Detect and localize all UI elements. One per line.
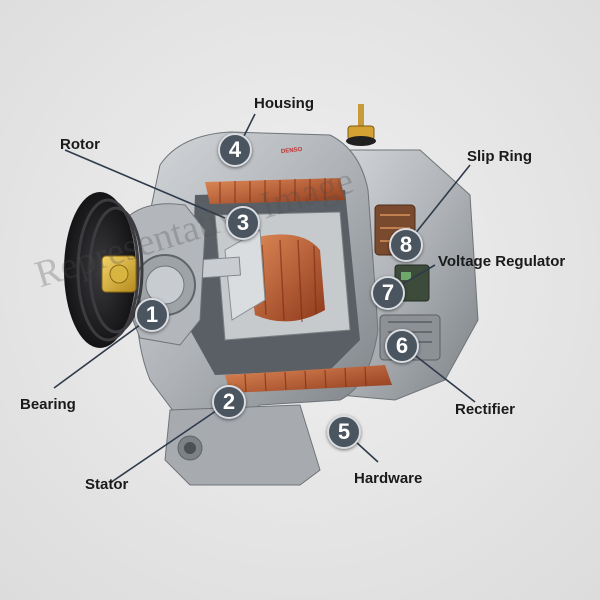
badge-8: 8 xyxy=(389,228,423,262)
mounting-foot-shape xyxy=(164,404,321,486)
badge-2: 2 xyxy=(212,385,246,419)
label-bearing: Bearing xyxy=(20,396,76,413)
label-rotor: Rotor xyxy=(60,136,100,153)
badge-5: 5 xyxy=(327,415,361,449)
label-slip-ring: Slip Ring xyxy=(467,148,532,165)
label-hardware: Hardware xyxy=(354,470,423,487)
label-rectifier: Rectifier xyxy=(455,401,516,418)
terminal-stud-shape xyxy=(358,104,364,130)
label-housing: Housing xyxy=(254,95,314,112)
label-stator: Stator xyxy=(85,476,129,493)
badge-3: 3 xyxy=(226,206,260,240)
label-voltage-regulator: Voltage Regulator xyxy=(438,253,566,270)
badge-6: 6 xyxy=(385,329,419,363)
badge-7: 7 xyxy=(371,276,405,310)
badge-4: 4 xyxy=(218,133,252,167)
stator-winding-bottom xyxy=(225,365,392,393)
badge-1: 1 xyxy=(135,298,169,332)
